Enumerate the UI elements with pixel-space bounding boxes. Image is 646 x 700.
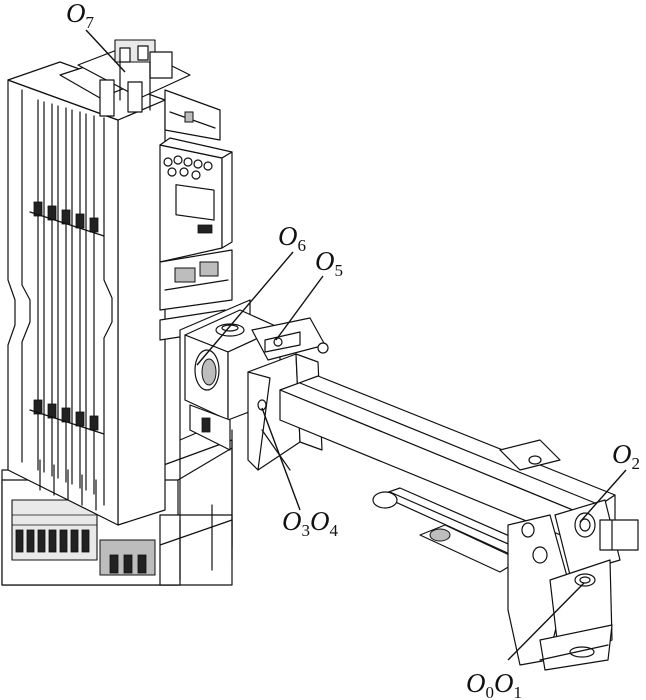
label-o6: O6 bbox=[278, 221, 306, 255]
leader-o0o1 bbox=[507, 582, 585, 661]
label-o0o1: O0O1 bbox=[466, 668, 522, 700]
leader-o7 bbox=[85, 29, 126, 73]
svg-text:O7: O7 bbox=[66, 0, 95, 32]
label-o3o4: O3O4 bbox=[282, 506, 339, 540]
end-plate bbox=[507, 514, 613, 671]
svg-text:O6: O6 bbox=[278, 221, 306, 255]
svg-text:O0O1: O0O1 bbox=[466, 668, 522, 700]
shoulder-joint bbox=[179, 299, 329, 581]
lower-clamp-band bbox=[29, 399, 105, 435]
leader-o2 bbox=[579, 469, 627, 523]
cable-glands bbox=[163, 155, 213, 180]
upper-clamp-band bbox=[29, 201, 105, 237]
label-o7: O7 bbox=[66, 0, 95, 32]
svg-text:O3O4: O3O4 bbox=[282, 506, 339, 540]
top-mechanism bbox=[77, 39, 221, 141]
svg-text:O2: O2 bbox=[612, 439, 640, 473]
label-o2: O2 bbox=[612, 439, 640, 473]
leader-o5 bbox=[275, 275, 324, 341]
distal-end bbox=[499, 439, 639, 576]
control-box bbox=[159, 137, 233, 263]
hydraulic-cylinder bbox=[372, 487, 531, 573]
svg-text:O5: O5 bbox=[315, 246, 343, 280]
leader-o6 bbox=[196, 251, 294, 366]
label-o5: O5 bbox=[315, 246, 343, 280]
valve-bank bbox=[15, 529, 90, 553]
vertical-column bbox=[7, 61, 166, 526]
leader-o3o4 bbox=[261, 407, 301, 511]
